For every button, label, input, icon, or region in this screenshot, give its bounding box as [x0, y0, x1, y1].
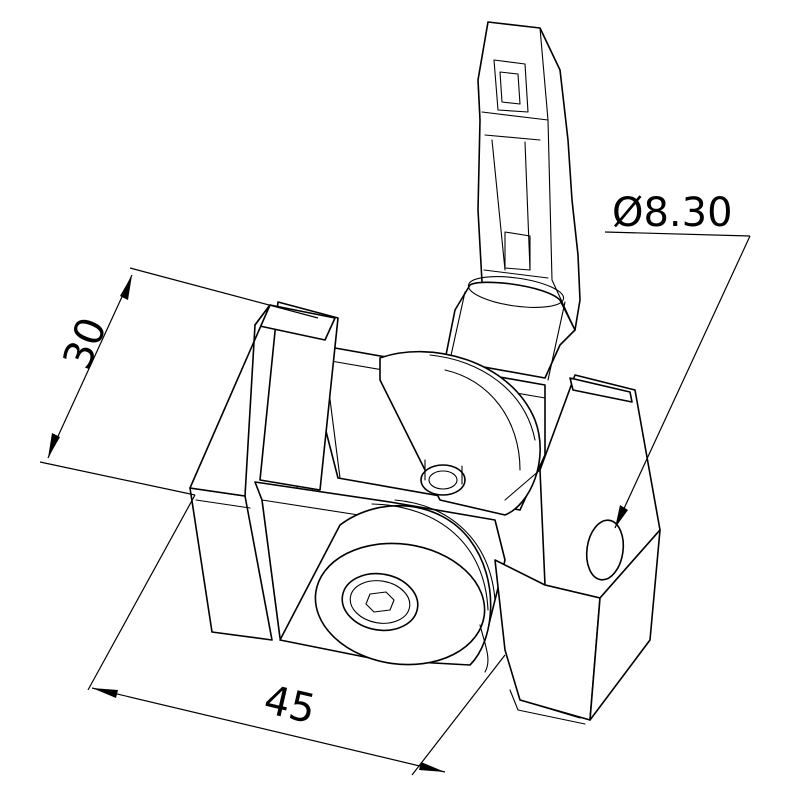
dimension-width-label: 45 — [260, 677, 320, 733]
dimension-diameter — [604, 231, 751, 529]
dimension-width — [87, 494, 506, 776]
right-block — [494, 374, 661, 725]
socket-head-screw — [341, 572, 419, 632]
dimension-height-label: 30 — [55, 311, 117, 375]
spindle-cylinder — [444, 276, 576, 381]
left-block — [189, 301, 339, 641]
back-hinge-disc — [379, 350, 541, 516]
dimension-diameter-label: Ø8.30 — [612, 190, 733, 236]
dimension-height — [39, 267, 319, 496]
